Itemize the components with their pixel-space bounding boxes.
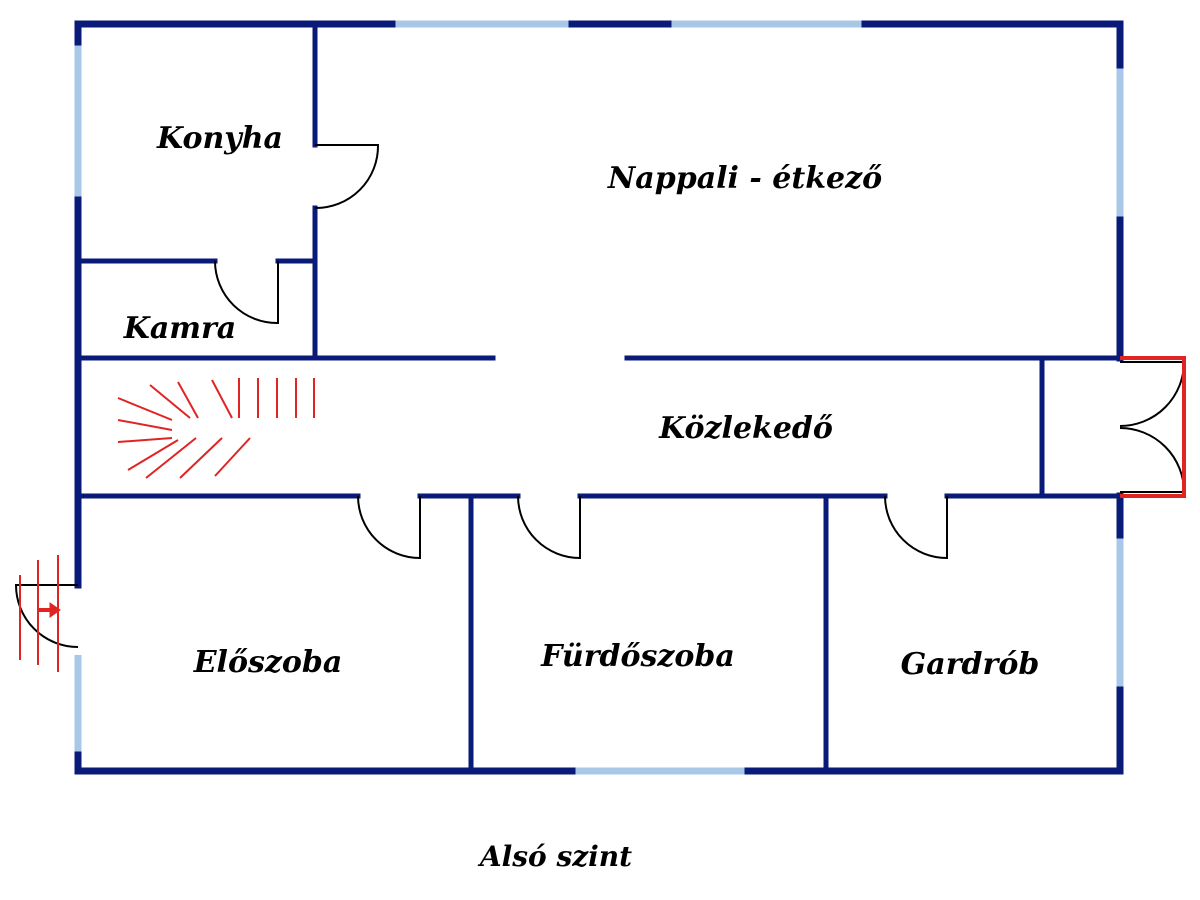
door-konyha [314,144,380,210]
room-label-kamra: Kamra [123,311,237,346]
door-vestibule-double [1119,361,1186,493]
door-entrance [14,584,79,648]
door-kamra [214,260,279,325]
room-label-konyha: Konyha [156,121,283,156]
door-gardrob [884,495,948,560]
arrow-right-icon [38,602,61,618]
door-furdoszoba [517,495,581,560]
entrance-steps [19,555,59,672]
doors [14,144,1186,648]
windows [74,20,1124,775]
staircase [117,378,315,479]
plan-caption: Alsó szint [477,840,632,873]
vestibule-frame [1120,356,1186,498]
room-label-furdoszoba: Fürdőszoba [540,639,735,674]
door-eloszoba [357,495,421,560]
room-label-kozlekedo: Közlekedő [658,411,833,446]
room-label-eloszoba: Előszoba [193,645,343,680]
walls [74,20,1124,775]
room-label-gardrob: Gardrób [901,647,1040,682]
room-label-nappali: Nappali - étkező [607,161,882,196]
